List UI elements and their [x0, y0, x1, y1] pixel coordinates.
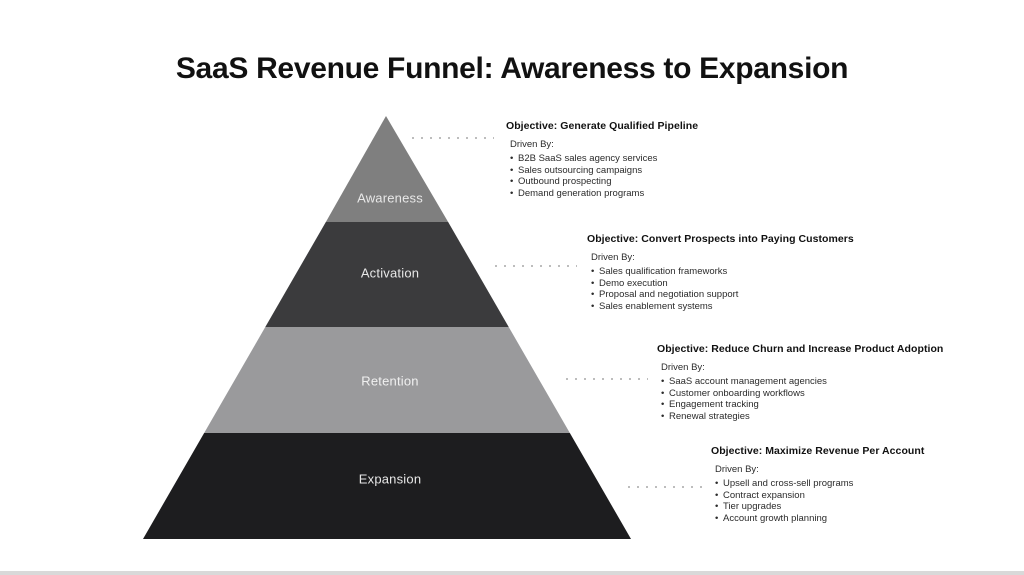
pyramid-tier-retention[interactable] [204, 327, 570, 433]
annotation-driver-list: Upsell and cross-sell programsContract e… [711, 478, 924, 524]
annotation-objective: Objective: Convert Prospects into Paying… [587, 233, 854, 245]
pyramid-tier-expansion[interactable] [143, 433, 631, 539]
annotation-driven-by-label: Driven By: [661, 362, 705, 373]
annotation-retention: Objective: Reduce Churn and Increase Pro… [657, 343, 943, 422]
annotation-driven-by-label: Driven By: [715, 464, 759, 475]
connector-retention [566, 378, 648, 380]
annotation-driver-list: B2B SaaS sales agency servicesSales outs… [506, 153, 698, 199]
connector-awareness [412, 137, 494, 139]
tier-label-expansion: Expansion [358, 471, 422, 487]
annotation-driver-item: Sales qualification frameworks [591, 266, 854, 278]
annotation-driver-item: Renewal strategies [661, 411, 943, 423]
page-title: SaaS Revenue Funnel: Awareness to Expans… [175, 52, 849, 85]
annotation-driver-item: Tier upgrades [715, 501, 924, 513]
annotation-driver-item: Engagement tracking [661, 399, 943, 411]
annotation-objective: Objective: Reduce Churn and Increase Pro… [657, 343, 944, 355]
annotation-driver-item: Demand generation programs [510, 188, 698, 200]
bottom-edge-strip [0, 571, 1024, 575]
connector-activation [495, 265, 577, 267]
tier-label-activation: Activation [360, 265, 420, 281]
annotation-driver-item: Sales enablement systems [591, 301, 854, 313]
annotation-driver-list: Sales qualification frameworksDemo execu… [587, 266, 854, 312]
annotation-activation: Objective: Convert Prospects into Paying… [587, 233, 854, 312]
tier-label-retention: Retention [361, 373, 419, 389]
annotation-driver-item: Demo execution [591, 278, 854, 290]
annotation-driven-by-label: Driven By: [510, 139, 554, 150]
connector-expansion [628, 486, 704, 488]
annotation-driver-item: Contract expansion [715, 490, 924, 502]
annotation-driver-item: Outbound prospecting [510, 176, 698, 188]
annotation-driver-item: Customer onboarding workflows [661, 388, 943, 400]
annotation-driver-list: SaaS account management agenciesCustomer… [657, 376, 943, 422]
annotation-driver-item: Account growth planning [715, 513, 924, 525]
annotation-driver-item: Upsell and cross-sell programs [715, 478, 924, 490]
annotation-driver-item: SaaS account management agencies [661, 376, 943, 388]
annotation-driver-item: Sales outsourcing campaigns [510, 165, 698, 177]
annotation-driver-item: B2B SaaS sales agency services [510, 153, 698, 165]
pyramid-tier-awareness[interactable] [325, 116, 449, 222]
pyramid-tier-activation[interactable] [265, 222, 509, 327]
annotation-driver-item: Proposal and negotiation support [591, 289, 854, 301]
annotation-objective: Objective: Maximize Revenue Per Account [711, 445, 925, 457]
annotation-objective: Objective: Generate Qualified Pipeline [506, 120, 699, 132]
annotation-driven-by-label: Driven By: [591, 252, 635, 263]
tier-label-awareness: Awareness [357, 190, 423, 206]
